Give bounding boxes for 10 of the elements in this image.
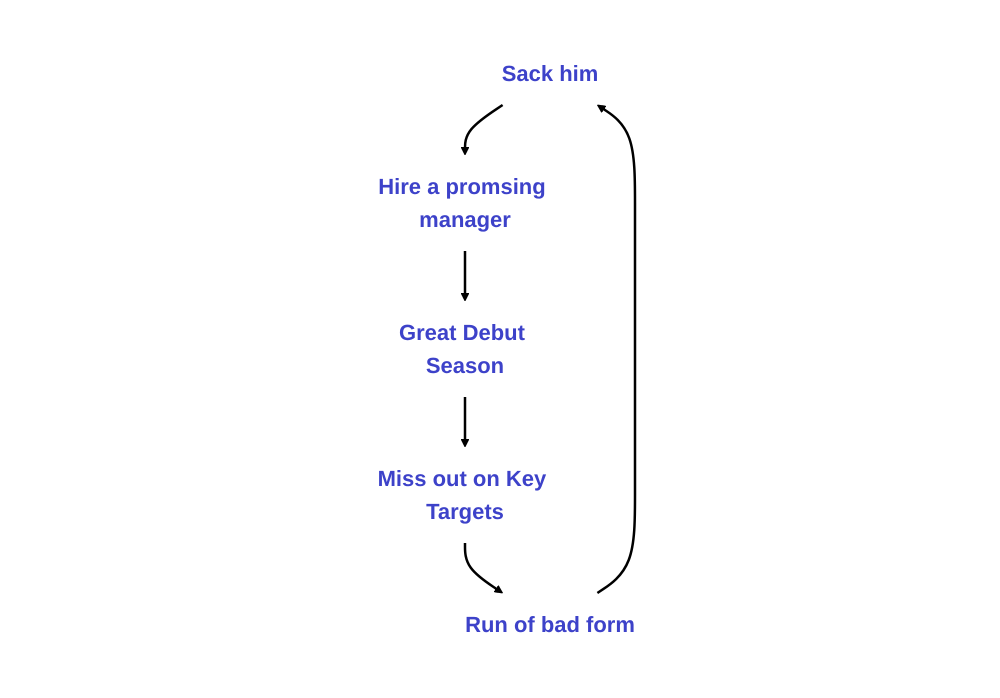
arrow [460,397,470,448]
node-text: Miss out on Key Targets [378,466,546,524]
node-text: Run of bad form [465,612,635,637]
arrow [596,104,636,594]
arrow [464,543,504,594]
arrow [460,251,470,302]
node-text: Hire a promsing manager [378,174,546,232]
arrow [460,104,504,156]
node-text: Great Debut Season [399,320,525,378]
node-text: Sack him [502,61,598,86]
